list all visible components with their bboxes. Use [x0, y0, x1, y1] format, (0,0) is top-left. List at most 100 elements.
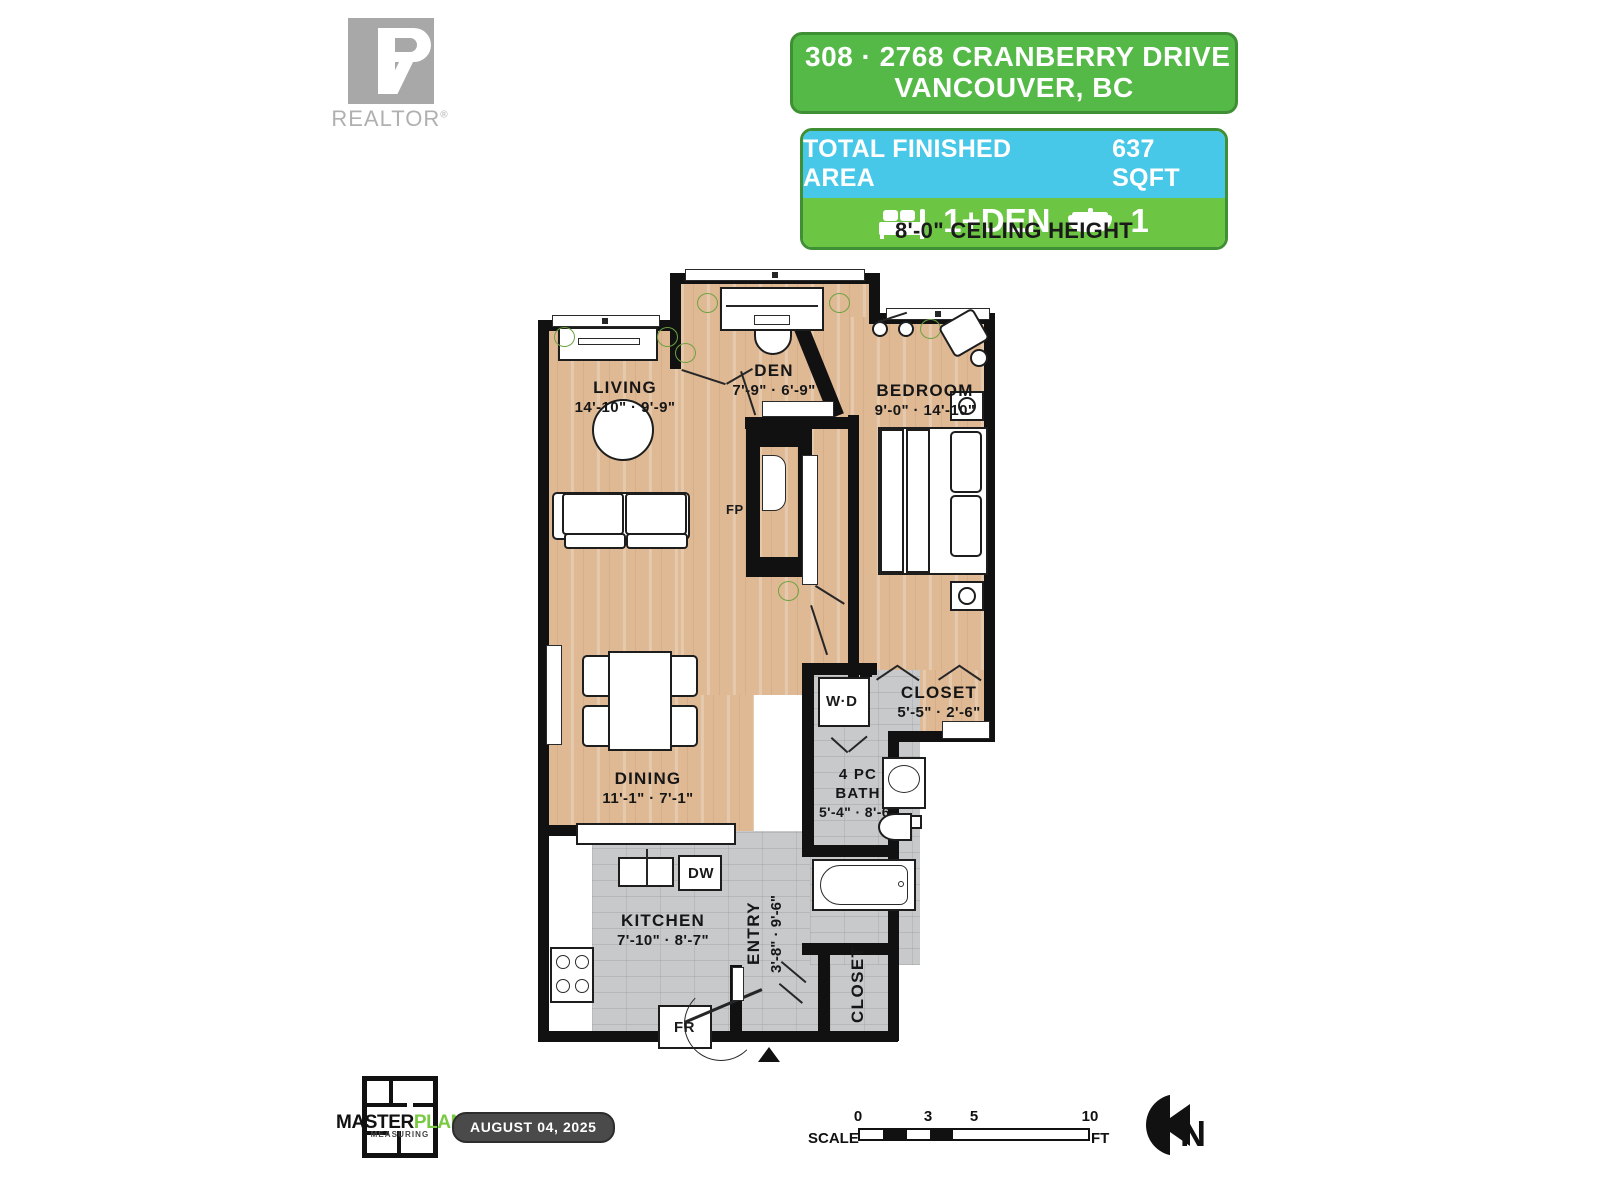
masterplan-logo: MASTERPLAN MEASURING — [336, 1072, 464, 1162]
bathroom-count: 1 — [1130, 202, 1149, 239]
dining-window-wall — [546, 645, 562, 745]
realtor-logo-text: REALTOR® — [331, 106, 449, 131]
entry-direction-arrow — [758, 1047, 780, 1062]
dining-chair-bl — [582, 705, 610, 747]
stove-cooktop — [550, 947, 594, 1003]
pillow-left — [880, 429, 904, 573]
address-banner: 308 · 2768 CRANBERRY DRIVE VANCOUVER, BC — [790, 32, 1238, 114]
toilet-bowl — [878, 813, 912, 841]
nightstand-bottom — [950, 581, 984, 611]
room-label-closet-entry: CLOSET — [848, 945, 867, 1023]
interior-wall-bath-tub-top — [802, 845, 892, 857]
dishwasher — [678, 855, 722, 891]
washer-dryer-label: W·D — [826, 693, 858, 710]
plant-hall-lower — [778, 581, 799, 601]
address-line-1: 308 · 2768 CRANBERRY DRIVE — [805, 41, 1231, 72]
kitchen-sink-divider — [646, 858, 648, 886]
hall-bench — [802, 455, 818, 585]
dining-chair-br — [670, 705, 698, 747]
sofa-seat-left — [564, 533, 626, 549]
dining-chair-tl — [582, 655, 610, 697]
interior-wall-closet-entry-left — [818, 955, 830, 1035]
ceiling-height-label: 8'-0" CEILING HEIGHT — [894, 218, 1134, 243]
room-label-den: DEN 7'-9" · 6'-9" — [732, 361, 816, 399]
interior-wall-closet-bed-left — [860, 663, 872, 677]
interior-wall-laundry-top — [802, 663, 877, 675]
interior-wall-bath-bottom — [802, 943, 898, 955]
scale-tick-10: 10 — [1081, 1108, 1099, 1125]
sofa-seat-right — [626, 533, 688, 549]
masterplan-wordmark: MASTERPLAN — [336, 1112, 464, 1133]
exterior-wall-bed-bottom — [888, 731, 995, 742]
den-shelf — [762, 401, 834, 417]
exterior-wall-entry-bottom — [820, 1031, 898, 1042]
stove-burner-1 — [556, 955, 570, 969]
stats-box: TOTAL FINISHED AREA 637 SQFT 1+DEN 1 — [800, 128, 1228, 250]
room-label-kitchen: KITCHEN 7'-10" · 8'-7" — [617, 911, 709, 949]
entry-door-jamb — [732, 967, 744, 1001]
tv-on-console — [578, 338, 640, 345]
realtor-logo: REALTOR® — [330, 18, 450, 131]
dining-chair-tr — [670, 655, 698, 697]
round-coffee-table — [592, 399, 654, 461]
floor-plan: LIVING 14'-10" · 9'-9" DEN 7'-9" · 6'-9"… — [530, 265, 1020, 1070]
stove-burner-4 — [575, 979, 589, 993]
lamp-bottom — [958, 587, 976, 605]
plant-living-right — [657, 327, 678, 347]
lamp-top — [958, 397, 976, 415]
den-desk-detail — [726, 305, 818, 307]
scale-tick-0: 0 — [853, 1108, 863, 1125]
sofa-cushion-right — [625, 493, 687, 535]
scale-bar-widget: SCALE 0 3 5 10 FT — [808, 1108, 1109, 1154]
bed-icon — [879, 207, 926, 239]
fireplace-hearth — [762, 455, 786, 511]
interior-wall-bath-left — [802, 735, 814, 855]
scale-label: SCALE — [808, 1130, 859, 1147]
room-label-entry-name: ENTRY — [744, 901, 763, 965]
masterplan-floorplan-icon — [362, 1076, 438, 1158]
plant-hall-upper — [675, 343, 696, 363]
scale-tick-5: 5 — [969, 1108, 979, 1125]
bedroom-count: 1+DEN — [943, 202, 1051, 239]
den-desk-drawer — [754, 315, 790, 325]
interior-wall-den-living — [670, 323, 681, 369]
north-letter: N — [1180, 1113, 1206, 1154]
room-label-living: LIVING 14'-10" · 9'-9" — [574, 378, 676, 416]
bicycle-wheel-2 — [898, 321, 914, 337]
address-line-2: VANCOUVER, BC — [894, 72, 1134, 103]
bedroom-floor — [850, 317, 990, 717]
bed-side-panel-bottom — [950, 495, 982, 557]
exterior-wall-left — [538, 320, 549, 1042]
bicycle-frame — [872, 321, 888, 337]
room-label-bedroom: BEDROOM 9'-0" · 14'-10" — [874, 381, 976, 419]
plant-den-left — [697, 293, 718, 313]
interior-wall-bed-left — [848, 415, 859, 715]
north-arrow: N — [1140, 1090, 1218, 1168]
scale-bar-graphic — [858, 1128, 1090, 1141]
room-label-bath: 4 PC BATH 5'-4" · 8'-6" — [818, 766, 898, 820]
interior-wall-hall-bottom — [746, 557, 812, 577]
dishwasher-label: DW — [688, 865, 714, 882]
plant-living-left — [554, 327, 575, 347]
interior-wall-fireplace-left — [746, 425, 760, 573]
kitchen-peninsula-counter — [576, 823, 736, 845]
total-area-label: TOTAL FINISHED AREA — [803, 135, 1012, 192]
scale-tick-3: 3 — [923, 1108, 933, 1125]
interior-wall-laundry-left — [802, 663, 814, 743]
bathtub-inner — [820, 865, 908, 905]
total-area-value: 637 SQFT — [1112, 135, 1180, 192]
pillow-right — [906, 429, 930, 573]
window-den-mullion — [772, 272, 778, 278]
stove-burner-2 — [575, 955, 589, 969]
room-label-closet-bedroom: CLOSET 5'-5" · 2'-6" — [897, 683, 981, 721]
date-badge: AUGUST 04, 2025 — [452, 1112, 615, 1143]
closet-shelf — [942, 721, 990, 739]
window-living-mullion — [602, 318, 608, 324]
stove-burner-3 — [556, 979, 570, 993]
plant-bedroom — [920, 319, 941, 339]
washer-dryer — [818, 677, 870, 727]
bedroom-ottoman — [970, 349, 988, 367]
total-area-row: TOTAL FINISHED AREA 637 SQFT — [803, 131, 1225, 198]
sofa-cushion-left — [562, 493, 624, 535]
fireplace-label: FP — [726, 502, 744, 517]
